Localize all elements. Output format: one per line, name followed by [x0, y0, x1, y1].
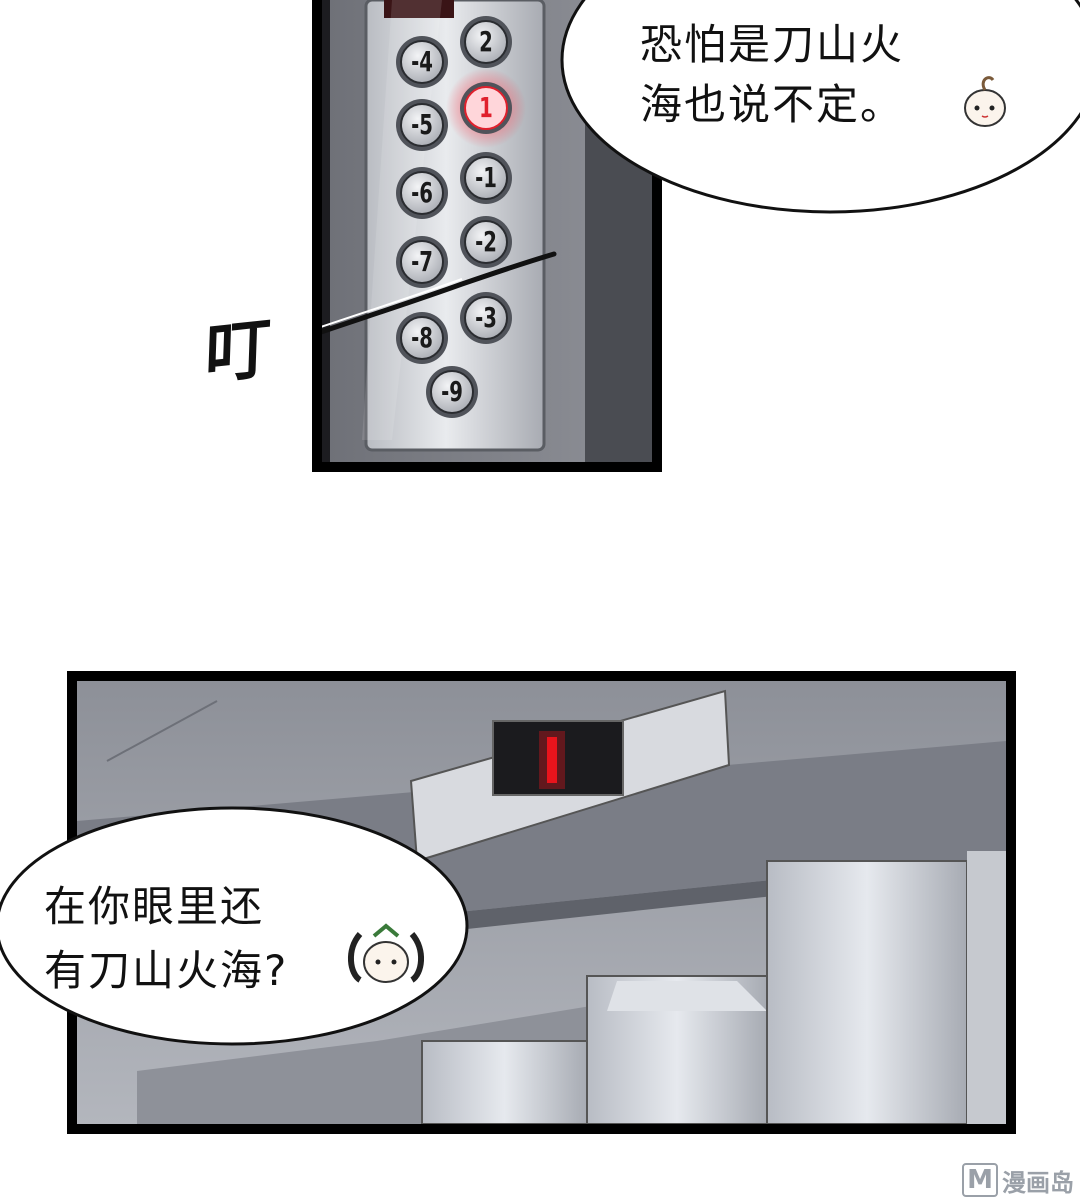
- elevator-button-label: -8: [411, 321, 433, 354]
- elevator-button-label: -7: [411, 245, 433, 278]
- speech-line-2: 有刀山火海?: [44, 946, 289, 995]
- elevator-floor-button[interactable]: [396, 167, 448, 219]
- sound-effect-ding: 叮: [203, 308, 273, 394]
- elevator-floor-button[interactable]: [396, 99, 448, 151]
- speech-bubble-bottom: [0, 806, 469, 1046]
- elevator-button-label: -6: [411, 176, 433, 209]
- speech-line-1: 恐怕是刀山火: [640, 20, 905, 69]
- elevator-button-label: 2: [479, 25, 493, 58]
- elevator-button-label: -4: [411, 45, 433, 78]
- elevator-floor-button[interactable]: [396, 312, 448, 364]
- speech-line-2: 海也说不定。: [640, 80, 905, 129]
- elevator-floor-button[interactable]: [396, 36, 448, 88]
- elevator-floor-button[interactable]: [426, 366, 478, 418]
- elevator-floor-button[interactable]: [460, 292, 512, 344]
- chibi-face-icon: [348, 923, 424, 983]
- elevator-button-label: -3: [475, 301, 497, 334]
- floor-display-digit-glow: [539, 731, 565, 789]
- elevator-floor-button[interactable]: [396, 236, 448, 288]
- watermark-text: 漫画岛: [1002, 1168, 1074, 1197]
- elevator-floor-button[interactable]: [446, 68, 526, 148]
- speech-line-1: 在你眼里还: [44, 882, 265, 931]
- chibi-face-icon: [964, 76, 1006, 127]
- elevator-button-label: -1: [475, 161, 497, 194]
- elevator-button-label: 1: [479, 91, 493, 124]
- elevator-floor-button[interactable]: [460, 16, 512, 68]
- watermark-logo-icon: M: [962, 1163, 998, 1197]
- elevator-floor-button[interactable]: [460, 216, 512, 268]
- floor-display-value: 1: [547, 733, 571, 785]
- elevator-button-label: -9: [441, 375, 463, 408]
- elevator-button-label: -2: [475, 225, 497, 258]
- elevator-floor-button[interactable]: [460, 152, 512, 204]
- speech-bubble-top: [560, 0, 1080, 214]
- elevator-button-label: -5: [411, 108, 433, 141]
- watermark: M 漫画岛: [962, 1163, 1074, 1197]
